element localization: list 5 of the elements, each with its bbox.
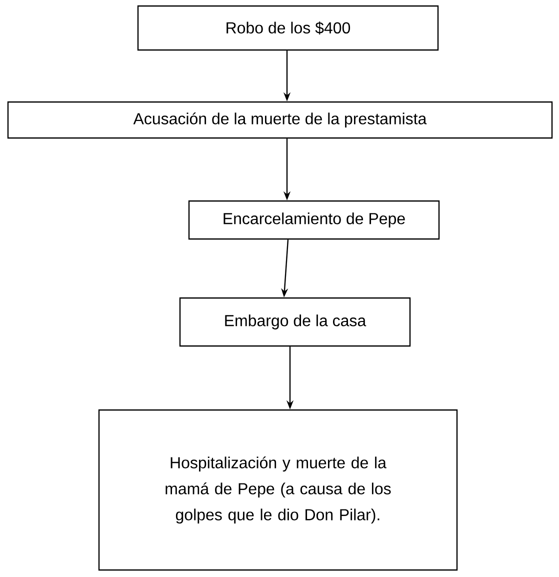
process-box: Encarcelamiento de Pepe — [188, 200, 440, 240]
process-box: Robo de los $400 — [137, 5, 439, 51]
process-box: Acusación de la muerte de la prestamista — [7, 101, 553, 139]
process-box: Hospitalización y muerte de la mamá de Pepe (a causa de los golpes que le dio Don Pilar). — [98, 409, 458, 571]
process-box: Embargo de la casa — [179, 297, 411, 347]
